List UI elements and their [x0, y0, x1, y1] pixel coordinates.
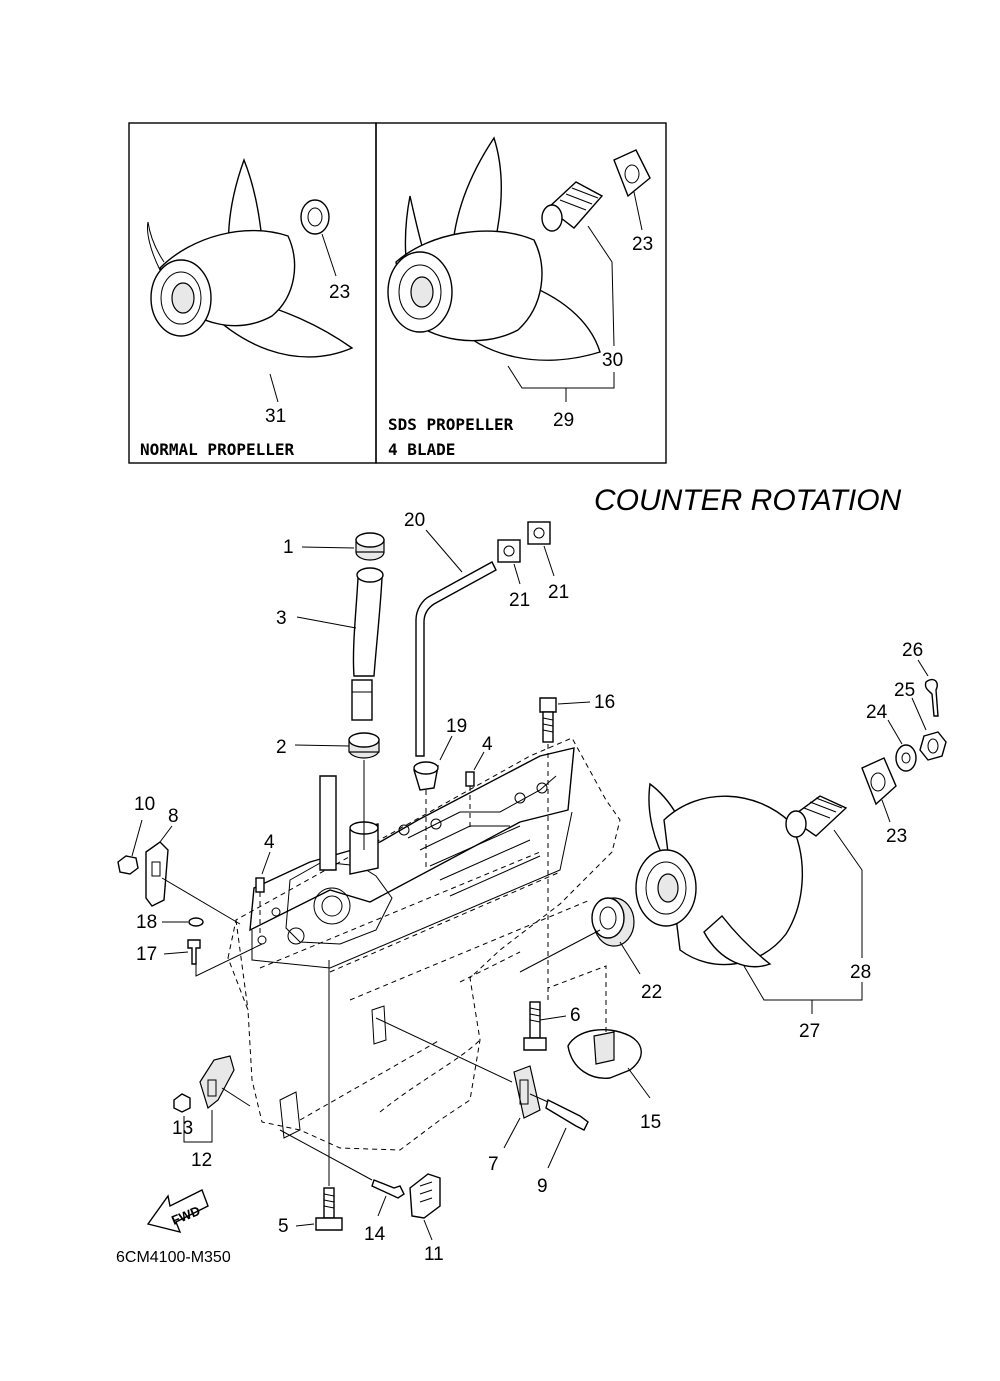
propeller-27-drawing	[635, 782, 803, 968]
callout-23: 23	[886, 826, 907, 847]
thrust-washer-23-drawing	[861, 757, 897, 806]
counter-rotation-heading: COUNTER ROTATION	[594, 484, 902, 517]
callout-29: 29	[553, 410, 574, 431]
cover-11-drawing	[409, 1173, 441, 1219]
thrust-washer-23-sds-drawing	[613, 149, 651, 198]
callout-26: 26	[902, 640, 923, 661]
callout-18: 18	[136, 912, 157, 933]
sds-propeller-label: SDS PROPELLER	[388, 415, 514, 434]
sds-propeller-box: 23 30 29 SDS PROPELLER 4 BLADE	[375, 122, 667, 464]
forward-direction-arrow: FWD	[146, 1189, 209, 1234]
callout-16: 16	[594, 692, 615, 713]
callout-31: 31	[265, 406, 286, 427]
screw-14-drawing	[371, 1179, 405, 1199]
callout-20: 20	[404, 510, 425, 531]
callout-21a: 21	[509, 590, 530, 611]
callout-4b: 4	[264, 832, 275, 853]
bolt-5-drawing	[315, 1187, 343, 1231]
thrust-washer-23-drawing	[300, 199, 330, 235]
callout-28: 28	[850, 962, 871, 983]
callout-15: 15	[640, 1112, 661, 1133]
callout-17: 17	[136, 944, 157, 965]
bolt-6-drawing	[523, 1001, 547, 1051]
callout-10: 10	[134, 794, 155, 815]
callout-27: 27	[799, 1021, 820, 1042]
callout-1: 1	[283, 537, 294, 558]
grommet-2-drawing	[348, 732, 380, 759]
upper-case-housing	[249, 747, 575, 969]
callout-7: 7	[488, 1154, 499, 1175]
callout-4a: 4	[482, 734, 493, 755]
trim-tab-7-drawing	[513, 1065, 541, 1119]
seal-housing-22-drawing	[591, 897, 635, 947]
spline-hub-30-drawing	[541, 181, 604, 232]
bracket-8-drawing	[145, 841, 169, 907]
seal-1-drawing	[355, 532, 385, 561]
screw-9-drawing	[545, 1098, 589, 1131]
diagram-code: 6CM4100-M350	[116, 1249, 231, 1266]
callout-23-sds: 23	[632, 234, 653, 255]
callout-6: 6	[570, 1005, 581, 1026]
cotter-pin-26-drawing	[924, 678, 939, 717]
callout-5: 5	[278, 1216, 289, 1237]
washer-24-drawing	[895, 744, 917, 772]
normal-propeller-box: 23 31 NORMAL PROPELLER	[128, 122, 377, 464]
water-tube-3-drawing	[351, 567, 384, 721]
callout-19: 19	[446, 716, 467, 737]
four-blade-label: 4 BLADE	[388, 440, 455, 459]
normal-propeller-drawing	[147, 158, 354, 358]
nut-13-drawing	[173, 1093, 191, 1113]
dowel-4b-drawing	[255, 877, 265, 893]
callout-21b: 21	[548, 582, 569, 603]
nut-10-drawing	[117, 855, 139, 875]
anode-15-drawing	[567, 1029, 642, 1079]
callout-11: 11	[424, 1244, 444, 1265]
callout-14: 14	[364, 1224, 386, 1245]
callout-12: 12	[191, 1150, 212, 1171]
callout-25: 25	[894, 680, 915, 701]
fitting-17-drawing	[187, 939, 201, 965]
callout-3: 3	[276, 608, 287, 629]
sds-propeller-drawing	[387, 136, 601, 361]
o-ring-18-drawing	[188, 917, 204, 927]
callout-13: 13	[172, 1118, 193, 1139]
callout-30: 30	[602, 350, 623, 371]
callout-22: 22	[641, 982, 662, 1003]
dowel-4a-drawing	[465, 771, 475, 787]
spline-hub-28-drawing	[785, 795, 848, 838]
clip-21b-drawing	[527, 521, 551, 545]
clip-21a-drawing	[497, 539, 521, 563]
callout-2: 2	[276, 737, 287, 758]
callout-23-normal: 23	[329, 282, 350, 303]
lower-case-outline	[227, 737, 621, 1151]
callout-8: 8	[168, 806, 179, 827]
callout-24: 24	[866, 702, 888, 723]
pipe-20-drawing	[415, 561, 497, 757]
nut-25-drawing	[919, 731, 947, 761]
bracket-12-drawing	[199, 1055, 235, 1110]
normal-propeller-label: NORMAL PROPELLER	[140, 440, 294, 459]
bolt-16-drawing	[539, 697, 557, 743]
callout-9: 9	[537, 1176, 548, 1197]
grommet-19-drawing	[413, 761, 439, 791]
